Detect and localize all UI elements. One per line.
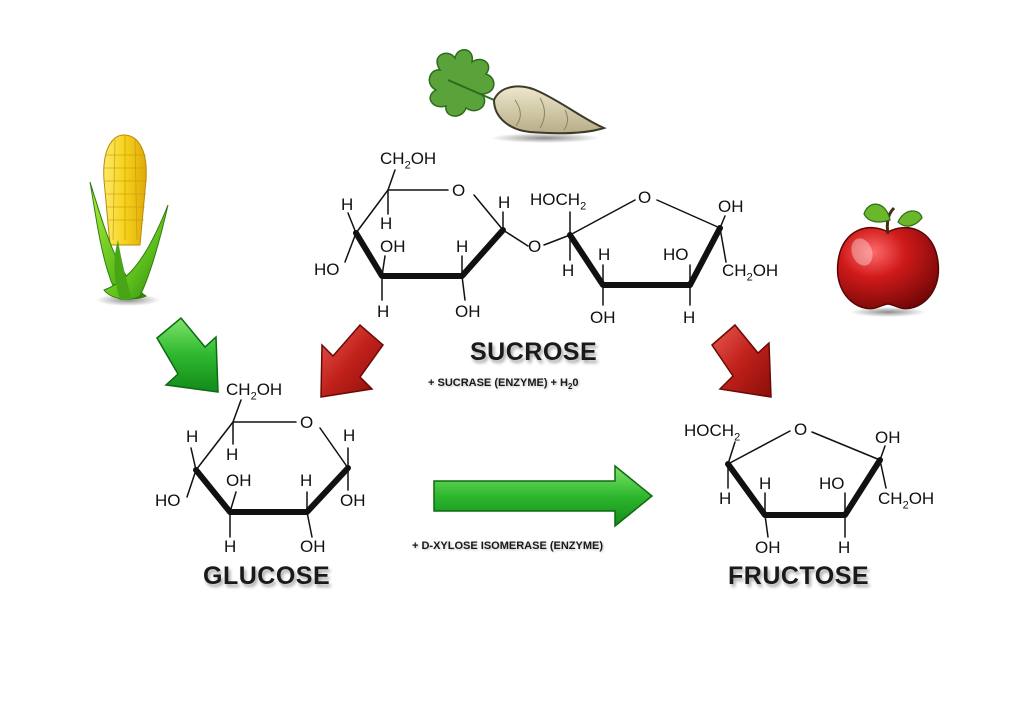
green-arrow-icon (156, 316, 219, 393)
sucrose-oh-bottom: OH (455, 302, 481, 321)
fructose-ho-inner: HO (819, 474, 845, 493)
glucose-h-anomeric: H (343, 426, 356, 445)
sucrose-ch2oh-label: CH2OH (380, 149, 437, 172)
sucrose-h-topleft: H (341, 195, 354, 214)
isomerase-reaction-note: + D-XYLOSE ISOMERASE (ENZYME) (412, 540, 603, 552)
glucose-ring-oxygen: O (300, 413, 314, 432)
sucrase-reaction-note: + SUCRASE (ENZYME) + H20 (428, 377, 579, 392)
glucose-oh-inner: OH (226, 471, 252, 490)
sucrose-oh-inner: OH (380, 237, 406, 256)
fructose-h-left: H (719, 489, 732, 508)
fructose-hoch2-label: HOCH2 (684, 421, 741, 444)
sucrose-h-bottom-left: H (377, 302, 390, 321)
fructose-oh-bottom: OH (755, 538, 781, 557)
glucose-oh-right: OH (340, 491, 366, 510)
sucrose-glycosidic-oxygen: O (528, 237, 542, 256)
glucose-title: GLUCOSE (203, 562, 331, 590)
red-arrow-icon (711, 323, 772, 398)
sucrose-h-anomeric: H (498, 193, 511, 212)
glucose-ho-left: HO (155, 491, 181, 510)
sucrose-fructose-h-left: H (562, 261, 575, 280)
sucrose-fructose-oh-bottom: OH (590, 308, 616, 327)
fructose-ring-oxygen: O (794, 420, 808, 439)
sucrose-fructose-ring-oxygen: O (638, 188, 652, 207)
sucrose-fructose-ho-inner: HO (663, 245, 689, 264)
sugar-beet-icon (428, 49, 607, 143)
glucose-oh-bottom: OH (300, 537, 326, 556)
sucrose-ho-left: HO (314, 260, 340, 279)
fructose-title: FRUCTOSE (728, 562, 870, 590)
fructose-oh-right: OH (875, 428, 901, 447)
sucrose-structure (344, 169, 727, 306)
sucrose-fructose-h-bottom: H (683, 308, 696, 327)
glucose-h-upper-inner: H (226, 445, 239, 464)
apple-icon (836, 203, 940, 317)
green-arrow-icon (433, 464, 654, 528)
fructose-h-inner: H (759, 474, 772, 493)
glucose-ch2oh-label: CH2OH (226, 380, 283, 403)
glucose-h-topleft: H (186, 427, 199, 446)
sucrose-glucose-ring-oxygen: O (452, 181, 466, 200)
red-arrow-icon (320, 323, 385, 398)
sucrose-title: SUCROSE (470, 338, 598, 366)
sucrose-h-upper-inner: H (380, 214, 393, 233)
sucrose-fructose-oh-right: OH (718, 197, 744, 216)
glucose-h-right-inner: H (300, 471, 313, 490)
sucrose-h-right-inner: H (456, 237, 469, 256)
corn-icon (89, 134, 169, 306)
fructose-h-bottom: H (838, 538, 851, 557)
glucose-structure (186, 399, 351, 538)
sucrose-fructose-h-inner: H (598, 245, 611, 264)
fructose-ch2oh-label: CH2OH (878, 489, 935, 512)
sucrose-hoch2-label: HOCH2 (530, 190, 587, 213)
sucrose-fructose-ch2oh-label: CH2OH (722, 261, 779, 284)
glucose-h-bottom-left: H (224, 537, 237, 556)
fructose-structure (725, 430, 887, 538)
